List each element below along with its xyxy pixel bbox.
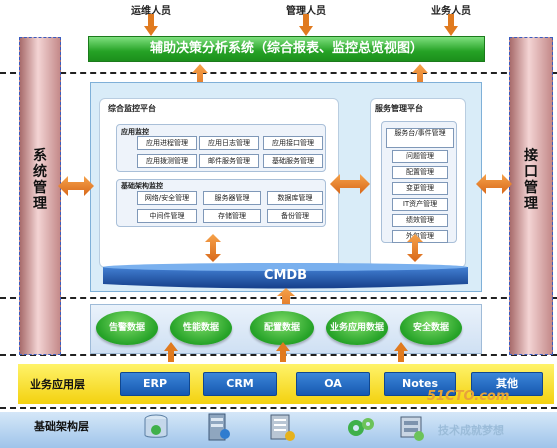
disk-array-icon bbox=[400, 416, 424, 441]
monitor-platform-panel: 综合监控平台 应用监控 应用进程管理 应用日志管理 应用接口管理 应用拨测管理 … bbox=[99, 98, 339, 268]
app-crm[interactable]: CRM bbox=[203, 372, 277, 396]
left-pillar: 系统管理 bbox=[19, 37, 61, 355]
data-source-business[interactable]: 业务应用数据 bbox=[326, 311, 388, 345]
layer-divider bbox=[0, 72, 557, 74]
data-source-config[interactable]: 配置数据 bbox=[250, 311, 314, 345]
watermark-logo: 51CTO.com bbox=[427, 389, 510, 404]
storage-icon bbox=[270, 414, 295, 441]
server-icon bbox=[208, 413, 230, 441]
double-arrow-horizontal-icon bbox=[58, 176, 94, 196]
infra-monitor-section: 基础架构监控 网络/安全管理 服务器管理 数据库管理 中间件管理 存储管理 备份… bbox=[116, 179, 326, 227]
service-item[interactable]: 外包管理 bbox=[392, 230, 448, 243]
down-arrow-icon bbox=[444, 14, 458, 36]
app-other[interactable]: 其他 bbox=[471, 372, 543, 396]
database-icon bbox=[144, 414, 168, 438]
role-biz: 业务人员 bbox=[431, 6, 471, 17]
infra-monitor-item[interactable]: 备份管理 bbox=[267, 209, 323, 223]
app-monitor-item[interactable]: 应用日志管理 bbox=[199, 136, 259, 150]
app-monitor-section: 应用监控 应用进程管理 应用日志管理 应用接口管理 应用拨测管理 邮件服务管理 … bbox=[116, 124, 326, 172]
business-app-layer bbox=[18, 364, 554, 404]
monitor-platform-title: 综合监控平台 bbox=[108, 104, 156, 113]
app-monitor-title: 应用监控 bbox=[121, 128, 149, 136]
service-items-section: 服务台/事件管理 问题管理 配置管理 变更管理 IT资产管理 绩效管理 外包管理 bbox=[381, 121, 457, 243]
app-monitor-item[interactable]: 应用进程管理 bbox=[137, 136, 197, 150]
role-ops: 运维人员 bbox=[131, 6, 171, 17]
database-cylinder-icon bbox=[103, 263, 468, 289]
service-item[interactable]: 配置管理 bbox=[392, 166, 448, 179]
role-mgmt: 管理人员 bbox=[286, 6, 326, 17]
up-arrow-icon bbox=[276, 342, 290, 362]
service-item[interactable]: 服务台/事件管理 bbox=[386, 128, 454, 148]
service-item[interactable]: 问题管理 bbox=[392, 150, 448, 163]
double-arrow-vertical-icon bbox=[205, 234, 221, 262]
service-item[interactable]: IT资产管理 bbox=[392, 198, 448, 211]
service-item[interactable]: 绩效管理 bbox=[392, 214, 448, 227]
up-arrow-icon bbox=[164, 342, 178, 362]
data-source-security[interactable]: 安全数据 bbox=[400, 311, 462, 345]
infra-monitor-item[interactable]: 存储管理 bbox=[203, 209, 261, 223]
app-monitor-item[interactable]: 邮件服务管理 bbox=[199, 154, 259, 168]
app-monitor-item[interactable]: 基础服务管理 bbox=[263, 154, 323, 168]
double-arrow-horizontal-icon bbox=[476, 174, 512, 194]
layer-divider bbox=[0, 354, 557, 356]
network-gear-icon bbox=[348, 418, 374, 436]
data-source-performance[interactable]: 性能数据 bbox=[170, 311, 232, 345]
double-arrow-horizontal-icon bbox=[330, 174, 370, 194]
app-monitor-item[interactable]: 应用拨测管理 bbox=[137, 154, 197, 168]
infra-monitor-item[interactable]: 网络/安全管理 bbox=[137, 191, 197, 205]
cmdb-label: CMDB bbox=[263, 268, 308, 283]
infra-monitor-item[interactable]: 服务器管理 bbox=[203, 191, 261, 205]
down-arrow-icon bbox=[144, 14, 158, 36]
app-oa[interactable]: OA bbox=[296, 372, 370, 396]
system-management-label: 系统管理 bbox=[33, 148, 47, 212]
cmdb-database[interactable]: CMDB bbox=[103, 262, 468, 290]
infrastructure-layer-label: 基础架构层 bbox=[34, 420, 89, 433]
app-notes[interactable]: Notes bbox=[384, 372, 456, 396]
double-arrow-vertical-icon bbox=[407, 234, 423, 262]
layer-divider bbox=[0, 297, 557, 299]
infra-monitor-item[interactable]: 数据库管理 bbox=[267, 191, 323, 205]
up-arrow-icon bbox=[394, 342, 408, 362]
infra-monitor-item[interactable]: 中间件管理 bbox=[137, 209, 197, 223]
data-source-alarm[interactable]: 告警数据 bbox=[96, 311, 158, 345]
service-platform-panel: 服务管理平台 服务台/事件管理 问题管理 配置管理 变更管理 IT资产管理 绩效… bbox=[370, 98, 466, 268]
app-monitor-item[interactable]: 应用接口管理 bbox=[263, 136, 323, 150]
decision-analysis-system-title: 辅助决策分析系统（综合报表、监控总览视图） bbox=[88, 36, 485, 62]
infra-monitor-title: 基础架构监控 bbox=[121, 182, 163, 190]
interface-management-label: 接口管理 bbox=[524, 148, 538, 212]
service-platform-title: 服务管理平台 bbox=[375, 104, 423, 113]
down-arrow-icon bbox=[299, 14, 313, 36]
right-pillar: 接口管理 bbox=[509, 37, 553, 355]
service-item[interactable]: 变更管理 bbox=[392, 182, 448, 195]
watermark-slogan: 技术成就梦想 bbox=[438, 424, 504, 437]
business-app-layer-label: 业务应用层 bbox=[30, 378, 85, 391]
layer-divider bbox=[0, 407, 557, 409]
app-erp[interactable]: ERP bbox=[120, 372, 190, 396]
